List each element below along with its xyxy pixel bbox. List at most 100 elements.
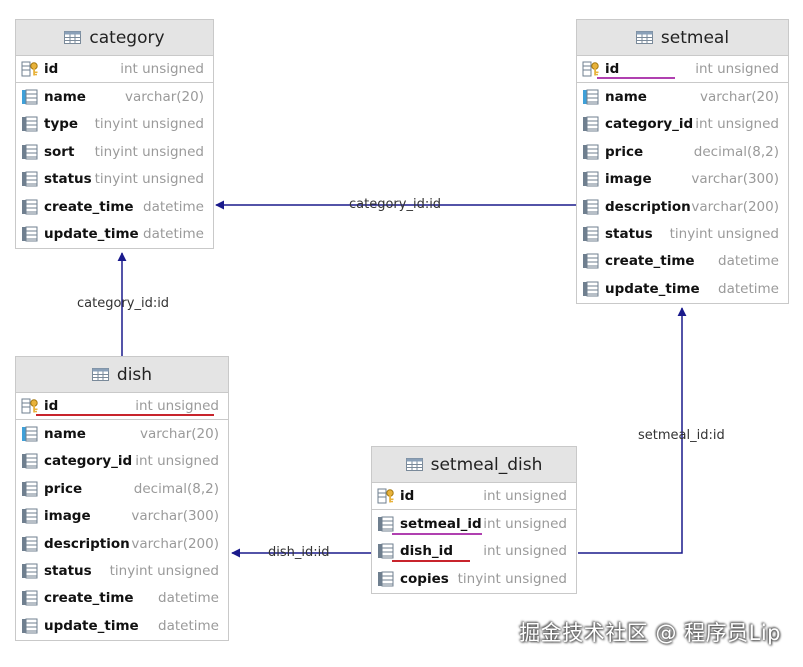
watermark: 掘金技术社区 @ 程序员Lip [519, 621, 781, 645]
column-type: tinyint unsigned [94, 143, 204, 160]
table-header[interactable]: setmeal_dish [372, 447, 576, 483]
column-type: varchar(300) [131, 508, 219, 525]
column-type: varchar(20) [699, 89, 779, 106]
column-name: update_time [605, 280, 700, 297]
primary-key-icon [21, 398, 38, 414]
column-type: datetime [143, 226, 204, 243]
table-title: setmeal [660, 27, 730, 48]
column-name: category_id [605, 116, 694, 133]
column-name: image [605, 171, 652, 188]
column-name: price [44, 480, 83, 497]
column-type: int unsigned [695, 61, 779, 78]
column-icon [22, 563, 38, 579]
key-underline [597, 77, 675, 80]
column-icon [22, 199, 38, 215]
column-type: int unsigned [120, 61, 204, 78]
column-name: dish_id [400, 543, 453, 560]
column-type: tinyint unsigned [109, 563, 219, 580]
column-name: setmeal_id [400, 516, 482, 533]
column-name: create_time [44, 590, 134, 607]
column-name: id [605, 61, 620, 78]
column-name: update_time [44, 226, 139, 243]
key-underline [36, 414, 214, 417]
column-row[interactable]: type tinyint unsigned [16, 111, 213, 138]
column-icon [22, 426, 38, 442]
column-icon [583, 171, 599, 187]
table-icon [635, 31, 653, 44]
column-type: int unsigned [483, 516, 567, 533]
primary-key-icon [21, 61, 38, 77]
column-icon [583, 281, 599, 297]
relation-label-setmeal-category: category_id:id [349, 197, 442, 212]
column-name: update_time [44, 617, 139, 634]
column-name: type [44, 116, 79, 133]
column-row[interactable]: price decimal(8,2) [577, 138, 788, 165]
table-title: category [89, 27, 165, 48]
column-name: id [400, 488, 415, 505]
column-icon [22, 116, 38, 132]
table-icon [64, 31, 82, 44]
column-type: decimal(8,2) [693, 143, 779, 160]
column-icon [22, 590, 38, 606]
key-underline [392, 532, 482, 535]
column-type: datetime [143, 198, 204, 215]
column-name: price [605, 143, 644, 160]
column-type: tinyint unsigned [669, 226, 779, 243]
column-icon [378, 516, 394, 532]
column-type: datetime [158, 617, 219, 634]
column-type: varchar(20) [124, 89, 204, 106]
table-header[interactable]: dish [16, 357, 228, 393]
table-icon [405, 458, 423, 471]
column-name: id [44, 398, 59, 415]
column-name: category_id [44, 453, 133, 470]
column-icon [22, 226, 38, 242]
key-underline [392, 560, 470, 563]
relation-label-setmealdish-setmeal: setmeal_id:id [638, 428, 725, 443]
primary-key-icon [377, 488, 394, 504]
column-type: tinyint unsigned [94, 116, 204, 133]
column-icon [583, 144, 599, 160]
column-icon [22, 508, 38, 524]
column-row[interactable]: update_time datetime [577, 275, 788, 302]
table-header[interactable]: category [16, 20, 213, 56]
column-icon [22, 481, 38, 497]
column-type: datetime [718, 280, 779, 297]
column-row[interactable]: update_time datetime [16, 612, 228, 639]
column-type: tinyint unsigned [94, 171, 204, 188]
relation-label-setmealdish-dish: dish_id:id [268, 545, 330, 560]
table-header[interactable]: setmeal [577, 20, 788, 56]
column-name: description [605, 198, 691, 215]
column-row[interactable]: id int unsigned [577, 56, 788, 84]
column-name: create_time [605, 253, 695, 270]
column-type: varchar(200) [131, 535, 219, 552]
